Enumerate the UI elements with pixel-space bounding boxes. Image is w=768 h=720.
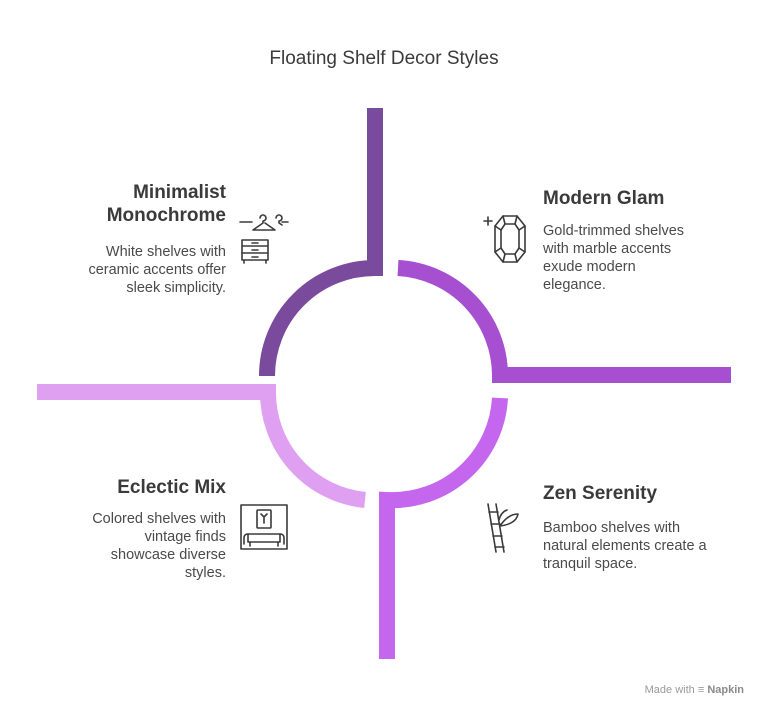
eclectic-desc-line2: vintage finds bbox=[144, 529, 226, 545]
footer-brand: Napkin bbox=[707, 684, 744, 696]
modern-glam-desc-line3: exude modern bbox=[543, 259, 636, 275]
modern-glam-description: Gold-trimmed shelves with marble accents… bbox=[543, 222, 743, 294]
minimalist-description: White shelves with ceramic accents offer… bbox=[40, 243, 226, 297]
zen-desc-line3: tranquil space. bbox=[543, 556, 638, 572]
minimalist-desc-line1: White shelves with bbox=[105, 244, 226, 260]
modern-glam-desc-line4: elegance. bbox=[543, 277, 606, 293]
bamboo-icon bbox=[487, 503, 519, 553]
eclectic-desc-line3: showcase diverse bbox=[110, 547, 226, 563]
footer-watermark: Made with ≡ Napkin bbox=[645, 684, 744, 696]
hanger-dresser-icon bbox=[239, 214, 289, 264]
minimalist-heading-line1: Minimalist bbox=[133, 182, 226, 203]
quadrant-minimalist bbox=[259, 108, 383, 377]
zen-description: Bamboo shelves with natural elements cre… bbox=[543, 519, 753, 573]
minimalist-heading: Minimalist Monochrome bbox=[60, 181, 226, 227]
modern-glam-desc-line2: with marble accents bbox=[543, 241, 672, 257]
eclectic-desc-line1: Colored shelves with bbox=[92, 511, 226, 527]
quadrant-eclectic bbox=[37, 384, 366, 508]
vintage-furniture-icon bbox=[240, 504, 288, 550]
modern-glam-desc-line1: Gold-trimmed shelves bbox=[543, 223, 685, 239]
minimalist-desc-line3: sleek simplicity. bbox=[126, 280, 226, 296]
zen-desc-line1: Bamboo shelves with bbox=[543, 520, 681, 536]
diagram-title: Floating Shelf Decor Styles bbox=[269, 48, 499, 69]
zen-desc-line2: natural elements create a bbox=[543, 538, 707, 554]
eclectic-heading: Eclectic Mix bbox=[117, 477, 226, 498]
footer-prefix: Made with bbox=[644, 684, 695, 696]
modern-glam-heading: Modern Glam bbox=[543, 188, 665, 209]
napkin-logo-icon: ≡ bbox=[697, 684, 705, 696]
zen-heading: Zen Serenity bbox=[543, 483, 658, 504]
quadrant-zen bbox=[379, 397, 508, 659]
gem-icon bbox=[483, 215, 526, 263]
minimalist-desc-line2: ceramic accents offer bbox=[88, 262, 226, 278]
quadrant-modern-glam bbox=[397, 260, 731, 383]
eclectic-desc-line4: styles. bbox=[184, 565, 226, 581]
eclectic-description: Colored shelves with vintage finds showc… bbox=[40, 510, 226, 582]
minimalist-heading-line2: Monochrome bbox=[106, 205, 226, 226]
